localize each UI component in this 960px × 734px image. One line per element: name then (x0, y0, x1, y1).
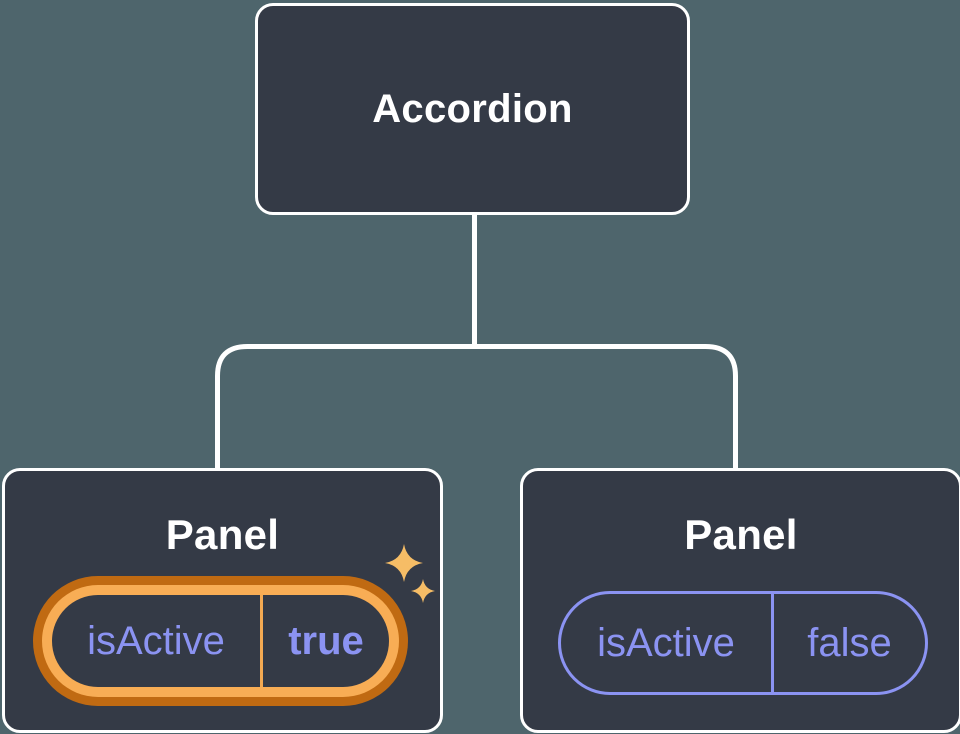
accordion-node-label: Accordion (372, 86, 573, 131)
sparkle-large-icon (385, 544, 423, 582)
branch-connector-line (215, 344, 738, 470)
state-value-label: false (807, 620, 892, 665)
accordion-node: Accordion (255, 3, 690, 215)
state-key-label: isActive (597, 620, 735, 665)
state-pill-divider (260, 595, 263, 687)
state-pill-highlight-ring: isActive true (33, 576, 408, 706)
sparkle-small-icon (411, 579, 435, 603)
state-pill: isActive true (52, 595, 389, 687)
panel-node-label: Panel (165, 511, 280, 558)
state-pill-divider (771, 594, 774, 692)
state-value-label: true (288, 618, 364, 663)
state-pill-highlight-ring-inner: isActive true (42, 585, 399, 697)
sparkle-icon (385, 544, 435, 603)
panel-node-active: Panel isActive true (2, 468, 443, 733)
state-pill: isActive false (558, 591, 928, 695)
state-key-label: isActive (87, 618, 225, 663)
panel-node-inactive: Panel isActive false (520, 468, 960, 733)
panel-node-label: Panel (684, 511, 798, 558)
